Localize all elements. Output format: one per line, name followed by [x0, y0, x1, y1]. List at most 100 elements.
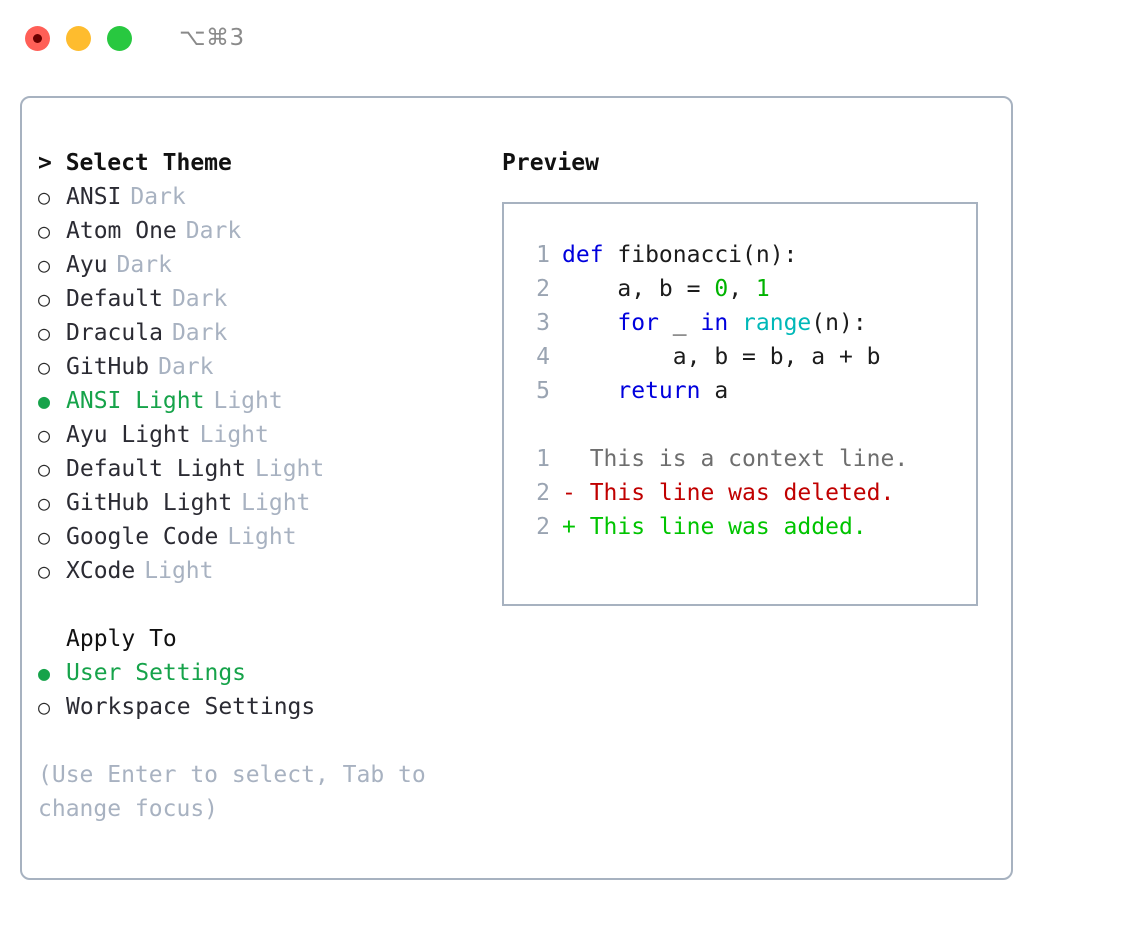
line-number: 1 [536, 446, 550, 472]
theme-option-label: Dracula [66, 320, 163, 346]
code-token: return [617, 378, 701, 404]
theme-option-tag: Light [213, 388, 283, 414]
apply-to-option-0[interactable]: ● User Settings [38, 656, 488, 690]
radio-unselected-icon: ○ [38, 695, 51, 719]
radio-unselected-icon: ○ [38, 457, 51, 481]
window-controls [25, 25, 132, 51]
diff-line: 2 - This line was deleted. [520, 476, 976, 510]
diff-line-text: + This line was added. [562, 514, 867, 540]
code-token: in [700, 310, 729, 336]
theme-option-tag: Dark [130, 184, 186, 210]
code-line: 2 a, b = 0, 1 [520, 272, 976, 306]
code-token [728, 310, 742, 336]
theme-option-label: Default Light [66, 456, 247, 482]
code-token: for [617, 310, 659, 336]
code-token: range [742, 310, 812, 336]
theme-option-7[interactable]: ○ Ayu Light Light [38, 418, 488, 452]
theme-option-8[interactable]: ○ Default Light Light [38, 452, 488, 486]
page-title: > Select Theme [38, 150, 232, 176]
diff-line: 1 This is a context line. [520, 442, 976, 476]
radio-unselected-icon: ○ [38, 491, 51, 515]
theme-option-label: ANSI Light [66, 388, 205, 414]
apply-to-option-1[interactable]: ○ Workspace Settings [38, 690, 488, 724]
theme-option-tag: Dark [185, 218, 242, 244]
line-number: 3 [536, 310, 550, 336]
diff-line: 2+ This line was added. [520, 510, 976, 544]
theme-option-label: XCode [66, 558, 136, 584]
apply-to-list: ● User Settings ○ Workspace Settings [38, 656, 488, 724]
code-token: fibonacci(n): [617, 242, 798, 268]
theme-option-tag: Dark [158, 354, 214, 380]
theme-option-tag: Light [255, 456, 325, 482]
preview-title: Preview [502, 150, 599, 176]
theme-option-label: Default [66, 286, 163, 312]
theme-option-tag: Light [144, 558, 214, 584]
theme-option-label: Ayu Light [66, 422, 191, 448]
code-line-text: for _ in range(n): [562, 306, 867, 340]
radio-unselected-icon: ○ [38, 219, 51, 243]
diff-line-text: - This line was deleted. [562, 480, 895, 506]
code-line: 5 return a [520, 374, 976, 408]
line-number: 2 [536, 276, 550, 302]
shortcut-label: ⌥⌘3 [179, 24, 245, 51]
code-line: 1 def fibonacci(n): [520, 238, 976, 272]
code-line-text: return a [562, 374, 728, 408]
theme-option-label: Atom One [66, 218, 177, 244]
radio-unselected-icon: ○ [38, 185, 51, 209]
minimize-button[interactable] [66, 25, 91, 51]
radio-unselected-icon: ○ [38, 525, 51, 549]
theme-option-label: GitHub Light [66, 490, 233, 516]
code-token [562, 378, 617, 404]
diff-sample: 1 This is a context line. 2 - This line wa… [520, 442, 976, 544]
code-line-text: def fibonacci(n): [562, 238, 797, 272]
theme-option-tag: Light [199, 422, 269, 448]
theme-option-tag: Light [227, 524, 297, 550]
code-token: def [562, 242, 618, 268]
line-number: 2 [536, 480, 550, 506]
line-number: 4 [536, 344, 550, 370]
maximize-button[interactable] [107, 25, 132, 51]
theme-option-label: GitHub [66, 354, 150, 380]
radio-selected-icon: ● [38, 389, 51, 413]
theme-option-6[interactable]: ● ANSI Light Light [38, 384, 488, 418]
theme-option-1[interactable]: ○ Atom One Dark [38, 214, 488, 248]
code-line-text: a, b = b, a + b [562, 340, 881, 374]
diff-line-text: This is a context line. [562, 446, 909, 472]
code-token [562, 310, 617, 336]
recording-dot-icon [33, 33, 42, 43]
code-token: _ [658, 310, 701, 336]
code-token: (n): [811, 310, 867, 336]
apply-to-option-label: Workspace Settings [66, 694, 316, 720]
theme-option-9[interactable]: ○ GitHub Light Light [38, 486, 488, 520]
code-token: a, b = b, a + b [562, 344, 881, 370]
theme-option-tag: Dark [116, 252, 172, 278]
radio-unselected-icon: ○ [38, 253, 51, 277]
theme-option-tag: Dark [171, 320, 228, 346]
hint-text: (Use Enter to select, Tab to change focu… [38, 762, 440, 822]
radio-selected-icon: ● [38, 661, 51, 685]
close-button[interactable] [25, 25, 50, 51]
title-bar: ⌥⌘3 [0, 0, 1140, 76]
code-token: , [728, 276, 756, 302]
line-number: 1 [536, 242, 550, 268]
radio-unselected-icon: ○ [38, 287, 51, 311]
apply-to-option-label: User Settings [66, 660, 247, 686]
code-token: a, b = [562, 276, 715, 302]
theme-option-tag: Light [241, 490, 311, 516]
code-line: 3 for _ in range(n): [520, 306, 976, 340]
radio-unselected-icon: ○ [38, 423, 51, 447]
